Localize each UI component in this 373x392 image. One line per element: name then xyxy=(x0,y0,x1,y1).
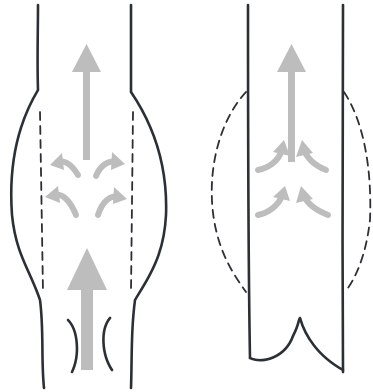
left-curved-arrow-lower-left-head xyxy=(45,186,60,203)
left-top-arrow-icon xyxy=(72,44,101,160)
left-large-arrow-icon xyxy=(67,248,107,370)
left-valve-leaflet-left xyxy=(68,320,77,372)
right-vessel-wall-left xyxy=(248,5,250,358)
right-valve-bottom xyxy=(250,318,343,370)
left-curved-arrow-upper-right-head xyxy=(111,152,125,170)
right-curved-arrow-upper-left-head xyxy=(273,140,290,156)
right-dashed-bulge-left xyxy=(212,92,246,292)
left-curved-arrow-upper-left-head xyxy=(50,153,64,170)
right-curved-arrow-lower-left-head xyxy=(273,186,290,201)
right-curved-arrow-lower-left-icon xyxy=(258,196,282,215)
right-curved-arrow-upper-right-head xyxy=(296,140,313,157)
left-vessel-inner-dashed-right xyxy=(131,112,133,292)
left-vessel-inner-dashed-left xyxy=(40,112,43,292)
left-vessel-outer-wall-left xyxy=(11,5,44,388)
left-vessel-outer-wall-right xyxy=(131,5,166,388)
left-valve-leaflet-right xyxy=(103,318,112,370)
left-curved-arrow-lower-right-head xyxy=(113,187,127,204)
right-dashed-bulge-right xyxy=(344,92,370,292)
right-panel xyxy=(212,5,371,372)
left-panel xyxy=(11,5,166,388)
